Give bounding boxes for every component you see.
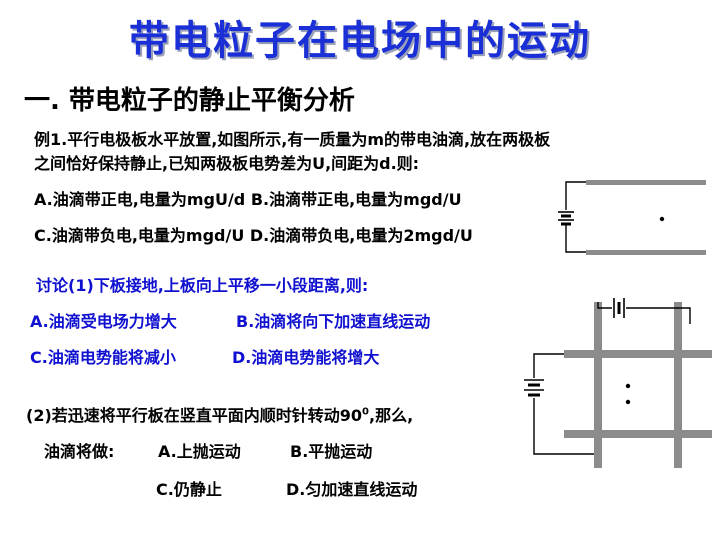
discussion-2-question-text: (2)若迅速将平行板在竖直平面内顺时针转动90 [26, 406, 363, 425]
example-options-row-2: C.油滴带负电,电量为mgd/U D.油滴带负电,电量为2mgd/U [34, 226, 473, 245]
discussion-2-question: (2)若迅速将平行板在竖直平面内顺时针转动900,那么, [26, 402, 413, 426]
oil-droplet [659, 216, 665, 222]
oil-droplet-lower [625, 399, 631, 405]
vertical-plate-right [674, 302, 682, 468]
oil-droplet-upper [625, 383, 631, 389]
horizontal-plate-bottom [564, 430, 712, 438]
example-line-1: 例1.平行电极板水平放置,如图所示,有一质量为m的带电油滴,放在两极板 [34, 130, 551, 149]
discussion-1-option-d: D.油滴电势能将增大 [232, 348, 380, 367]
example-line-2: 之间恰好保持静止,已知两极板电势差为U,间距为d.则: [34, 154, 420, 173]
discussion-2-lead: 油滴将做: [44, 442, 115, 461]
example-options-row-1: A.油滴带正电,电量为mgU/d B.油滴带正电,电量为mgd/U [34, 190, 462, 209]
horizontal-plate-top [564, 350, 712, 358]
slide-title: 带电粒子在电场中的运动 [129, 18, 591, 64]
discussion-2-option-d: D.匀加速直线运动 [286, 480, 418, 499]
discussion-2-question-suffix: ,那么, [369, 406, 414, 425]
discussion-1-option-c: C.油滴电势能将减小 [30, 348, 176, 367]
vertical-plate-left [594, 302, 602, 468]
discussion-1-option-a: A.油滴受电场力增大 [30, 312, 177, 331]
section-heading: 一. 带电粒子的静止平衡分析 [24, 86, 355, 116]
degree-superscript: 0 [362, 406, 369, 418]
discussion-2-option-b: B.平抛运动 [290, 442, 373, 461]
discussion-2-option-c: C.仍静止 [156, 480, 222, 499]
discussion-1-option-b: B.油滴将向下加速直线运动 [236, 312, 431, 331]
bottom-plate [586, 250, 706, 255]
circuit-diagram-horizontal [558, 180, 706, 255]
circuit-diagram-grid [524, 298, 712, 468]
discussion-1-question: 讨论(1)下板接地,上板向上平移一小段距离,则: [36, 276, 369, 295]
discussion-2-option-a: A.上抛运动 [158, 442, 241, 461]
top-plate [586, 180, 706, 185]
